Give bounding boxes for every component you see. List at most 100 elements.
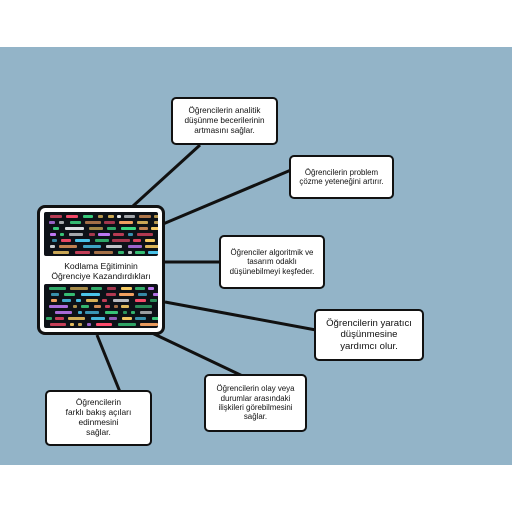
code-token	[145, 245, 158, 248]
code-token	[53, 227, 59, 230]
central-node-label: Kodlama Eğitiminin Öğrenciye Kazandırdık…	[51, 261, 151, 281]
code-token	[66, 215, 78, 218]
code-token	[83, 215, 93, 218]
code-token	[98, 233, 110, 236]
code-token	[113, 233, 124, 236]
branch-label-creative-thinking: Öğrencilerin yaratıcı düşünmesine yardım…	[326, 318, 412, 352]
code-token	[49, 287, 66, 290]
branch-label-problem-solving: Öğrencilerin problem çözme yeteneğini ar…	[299, 167, 384, 186]
branch-node-perspectives[interactable]: Öğrencilerin farklı bakış açıları edinme…	[45, 390, 152, 446]
code-token	[91, 287, 102, 290]
central-node[interactable]: Kodlama Eğitiminin Öğrenciye Kazandırdık…	[37, 205, 165, 335]
code-image-bottom	[44, 284, 158, 328]
code-token	[107, 287, 116, 290]
code-token	[148, 287, 154, 290]
code-token	[51, 299, 57, 302]
code-token	[121, 227, 136, 230]
code-token	[75, 239, 90, 242]
code-token	[86, 299, 98, 302]
code-token	[148, 251, 158, 254]
code-token	[119, 293, 134, 296]
code-token	[78, 311, 82, 314]
code-token	[122, 317, 132, 320]
code-token	[50, 215, 62, 218]
code-token	[104, 221, 115, 224]
code-token	[87, 323, 91, 326]
code-token	[112, 239, 130, 242]
code-token	[131, 311, 135, 314]
code-token	[102, 299, 107, 302]
code-token	[121, 287, 132, 290]
code-image-top	[44, 212, 158, 256]
branch-label-analytical-thinking: Öğrencilerin analitik düşünme becerileri…	[184, 106, 265, 135]
code-token	[124, 215, 135, 218]
code-token	[117, 215, 121, 218]
code-token	[85, 221, 101, 224]
code-token	[89, 227, 103, 230]
code-token	[59, 221, 64, 224]
code-token	[118, 251, 124, 254]
connector-b6	[95, 334, 122, 393]
code-token	[128, 233, 133, 236]
code-token	[83, 245, 101, 248]
code-token	[121, 305, 129, 308]
code-token	[150, 299, 157, 302]
code-token	[51, 293, 59, 296]
code-token	[75, 251, 90, 254]
connector-b5	[151, 331, 252, 382]
code-token	[81, 293, 100, 296]
code-token	[107, 227, 116, 230]
code-token	[94, 305, 101, 308]
code-token	[96, 323, 112, 326]
code-token	[139, 227, 148, 230]
code-token	[105, 311, 118, 314]
branch-node-algorithmic-thinking[interactable]: Öğrenciler algoritmik ve tasarım odaklı …	[219, 235, 325, 289]
code-token	[153, 293, 158, 296]
branch-node-problem-solving[interactable]: Öğrencilerin problem çözme yeteneğini ar…	[289, 155, 394, 199]
code-token	[73, 305, 77, 308]
connector-b1	[131, 143, 202, 208]
code-token	[81, 305, 89, 308]
branch-node-relationships[interactable]: Öğrencilerin olay veya durumlar arasında…	[204, 374, 307, 432]
code-token	[135, 251, 145, 254]
branch-node-creative-thinking[interactable]: Öğrencilerin yaratıcı düşünmesine yardım…	[314, 309, 424, 361]
code-token	[113, 299, 129, 302]
code-token	[46, 317, 52, 320]
code-token	[49, 305, 68, 308]
code-token	[85, 311, 99, 314]
code-token	[135, 317, 146, 320]
code-token	[151, 227, 158, 230]
code-token	[140, 311, 152, 314]
code-token	[133, 239, 141, 242]
code-token	[89, 233, 95, 236]
code-token	[138, 293, 147, 296]
code-token	[135, 299, 146, 302]
code-token	[137, 233, 153, 236]
code-token	[95, 239, 109, 242]
code-token	[70, 287, 88, 290]
code-token	[68, 317, 85, 320]
code-token	[137, 221, 148, 224]
code-token	[135, 305, 152, 308]
code-token	[70, 323, 74, 326]
branch-node-analytical-thinking[interactable]: Öğrencilerin analitik düşünme becerileri…	[171, 97, 278, 145]
code-token	[70, 221, 81, 224]
code-token	[91, 317, 105, 320]
code-token	[108, 215, 114, 218]
code-token	[62, 299, 71, 302]
code-token	[128, 251, 132, 254]
branch-label-relationships: Öğrencilerin olay veya durumlar arasında…	[216, 384, 295, 422]
code-token	[64, 293, 75, 296]
code-token	[50, 323, 66, 326]
code-token	[109, 317, 117, 320]
code-token	[50, 233, 56, 236]
code-token	[50, 245, 55, 248]
branch-label-perspectives: Öğrencilerin farklı bakış açıları edinme…	[65, 397, 132, 437]
code-token	[78, 323, 82, 326]
code-token	[135, 287, 145, 290]
code-token	[53, 251, 69, 254]
code-token	[106, 293, 116, 296]
code-token	[139, 215, 151, 218]
code-token	[98, 215, 103, 218]
